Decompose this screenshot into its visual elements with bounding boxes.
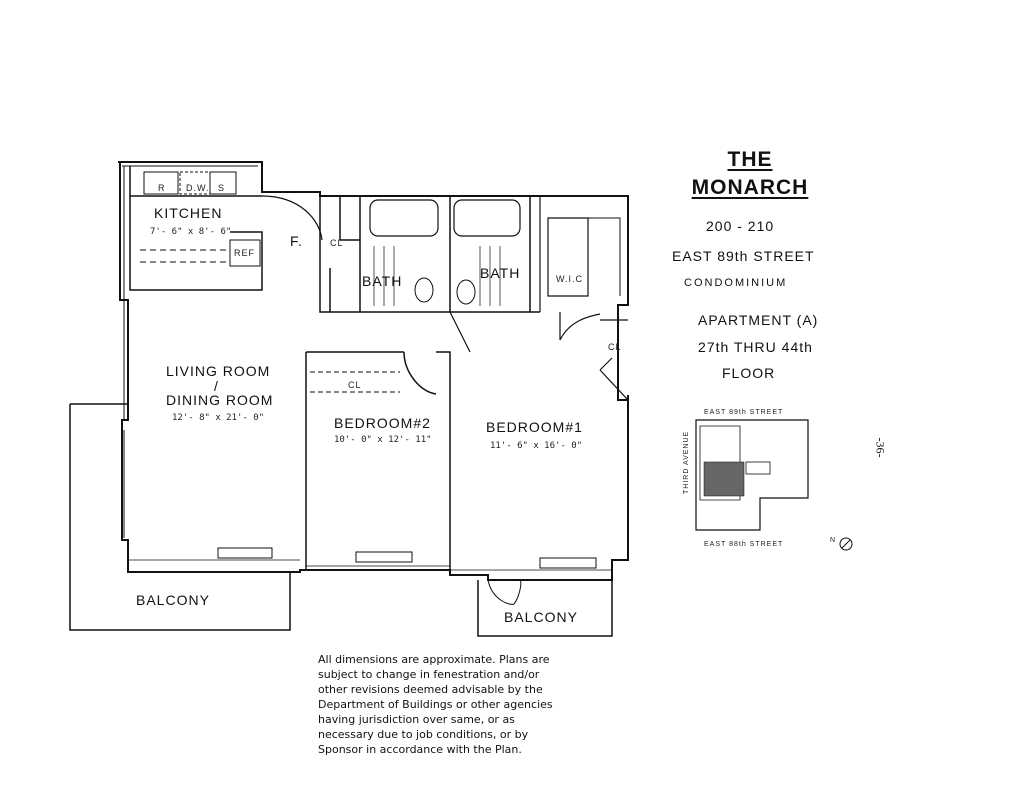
disclaimer: All dimensions are approximate. Plans ar… xyxy=(318,653,553,756)
toilet-2 xyxy=(456,279,476,305)
dining-room-label: DINING ROOM xyxy=(166,392,273,408)
kitchen-dims: 7'- 6" x 8'- 6" xyxy=(150,227,231,237)
bathtub-2 xyxy=(453,199,521,237)
bath-2-label: BATH xyxy=(480,265,520,281)
closet-bed2-label: CL xyxy=(348,380,362,390)
address-street: EAST 89th STREET xyxy=(672,248,815,264)
key-plan-bottom-street: EAST 88th STREET xyxy=(704,541,783,548)
key-plan-top-street: EAST 89th STREET xyxy=(704,409,783,416)
key-plan-north: N xyxy=(830,537,836,544)
building-type: CONDOMINIUM xyxy=(684,277,788,289)
key-plan xyxy=(695,419,853,551)
bedroom-2-label: BEDROOM#2 xyxy=(334,415,431,431)
living-room-label: LIVING ROOM xyxy=(166,363,270,379)
toilet-1 xyxy=(414,277,434,303)
apartment-floors: 27th THRU 44th xyxy=(698,339,813,355)
balcony-left-label: BALCONY xyxy=(136,592,210,608)
sink-label: S xyxy=(218,183,225,193)
kitchen-label: KITCHEN xyxy=(154,205,222,221)
apartment-name: APARTMENT (A) xyxy=(698,312,819,328)
bathtub-1 xyxy=(369,199,439,237)
building-title: THE MONARCH xyxy=(690,146,810,202)
balconies xyxy=(69,403,613,637)
bedroom-1-label: BEDROOM#1 xyxy=(486,419,583,435)
bath-1-label: BATH xyxy=(362,273,402,289)
page-number: -36- xyxy=(873,437,888,458)
closet-kitchen-label: CL xyxy=(330,238,344,248)
refrigerator xyxy=(229,239,261,267)
living-room-slash: / xyxy=(214,378,219,394)
wic-label: W.I.C xyxy=(556,274,583,284)
range-label: R xyxy=(158,183,166,193)
balcony-right-label: BALCONY xyxy=(504,609,578,625)
sink xyxy=(209,171,237,195)
key-plan-unit xyxy=(703,461,745,497)
bedroom-2-dims: 10'- 0" x 12'- 11" xyxy=(334,435,432,445)
core-walls xyxy=(319,196,621,313)
title-line-2: MONARCH xyxy=(691,176,809,199)
bedroom-walls xyxy=(305,311,629,605)
closet-bed1-label: CL xyxy=(608,342,622,352)
bedroom-1-dims: 11'- 6" x 16'- 0" xyxy=(490,441,582,451)
north-arrow-icon xyxy=(839,537,853,551)
exterior-walls xyxy=(118,161,629,581)
f-label: F. xyxy=(290,233,303,249)
kitchen-walls xyxy=(129,166,323,291)
dishwasher-label: D.W. xyxy=(186,183,210,193)
key-plan-avenue: THIRD AVENUE xyxy=(683,431,690,494)
living-room-dims: 12'- 8" x 21'- 0" xyxy=(172,413,264,423)
refrigerator-label: REF xyxy=(234,248,255,258)
address-numbers: 200 - 210 xyxy=(706,218,775,234)
range xyxy=(143,171,179,195)
apartment-floor-word: FLOOR xyxy=(722,365,776,381)
title-line-1: THE xyxy=(727,148,773,171)
